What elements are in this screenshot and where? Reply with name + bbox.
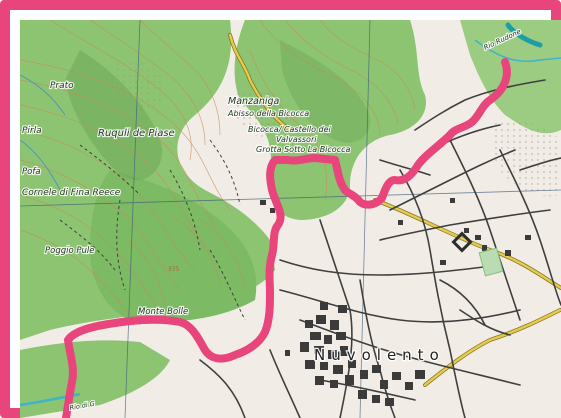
hiking-route (62, 58, 511, 418)
forest-layer (20, 20, 561, 418)
scrub-layer (110, 59, 561, 197)
stream-west (20, 139, 61, 191)
topographic-map[interactable]: 375 (20, 20, 561, 418)
label-poggio: Poggio Pule (45, 246, 95, 256)
map-labels: Prato Pirla Ruquli de Piase Pofa Cornele… (21, 27, 523, 414)
label-cornele: Cornele di Fina Reece (22, 188, 121, 198)
label-grotta: Grotta Sotto La Bicocca (256, 145, 350, 154)
label-town-nuvolento: Nuvolento (314, 346, 445, 364)
label-pofa: Pofa (22, 167, 41, 177)
building-outline (451, 231, 473, 253)
label-valvassori: Valvassori (276, 135, 317, 144)
trail-network (59, 139, 246, 321)
label-manzaniga: Manzaniga (228, 96, 280, 107)
highway-south-fill (423, 308, 561, 387)
label-ruquli: Ruquli de Piase (98, 128, 175, 139)
scrub-patch-2 (233, 89, 290, 137)
buildings-layer (260, 198, 531, 406)
sports-field (478, 247, 504, 277)
label-abisso: Abisso della Bicocca (227, 109, 309, 118)
map-canvas[interactable]: 375 (20, 20, 561, 418)
highway-north-fill (228, 33, 292, 132)
road-network (199, 79, 561, 418)
forest-lower (90, 170, 257, 322)
river-rudone (474, 39, 561, 62)
lake-northeast (505, 22, 543, 48)
water-layer (20, 22, 561, 407)
label-monte-bolle: Monte Bolle (138, 307, 188, 317)
river-southwest (20, 392, 81, 407)
label-prato: Prato (50, 81, 74, 91)
forest-ridge-shade (65, 50, 162, 181)
scrub-patch-1 (490, 119, 561, 197)
label-bicocca: Bicocca/ Castello dei (248, 125, 332, 134)
label-pirla: Pirla (22, 126, 42, 136)
grid-lines (20, 20, 561, 418)
forest-ridge-shade-2 (280, 40, 371, 143)
forest-central (234, 20, 426, 220)
contour-elevation-label: 375 (168, 266, 180, 273)
stream-northwest (20, 74, 66, 116)
